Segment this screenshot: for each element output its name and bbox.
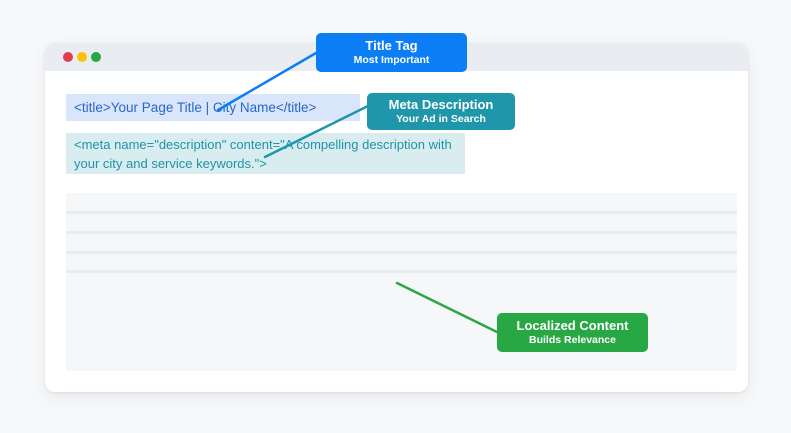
meta-description-code-snippet: <meta name="description" content="A comp… bbox=[66, 133, 465, 174]
window-maximize-dot-icon bbox=[91, 52, 101, 62]
localized-content-callout-sublabel: Builds Relevance bbox=[529, 334, 616, 347]
window-close-dot-icon bbox=[63, 52, 73, 62]
row-separator bbox=[66, 251, 737, 254]
meta-description-line-1: <meta name="description" content="A comp… bbox=[74, 136, 452, 152]
title-tag-callout: Title Tag Most Important bbox=[316, 33, 467, 72]
title-tag-callout-label: Title Tag bbox=[365, 37, 418, 53]
row-separator bbox=[66, 231, 737, 234]
title-tag-code-snippet: <title>Your Page Title | City Name</titl… bbox=[66, 94, 360, 121]
meta-description-callout: Meta Description Your Ad in Search bbox=[367, 93, 515, 130]
localized-content-callout-label: Localized Content bbox=[516, 317, 629, 333]
meta-description-callout-sublabel: Your Ad in Search bbox=[396, 113, 486, 126]
meta-description-callout-label: Meta Description bbox=[388, 96, 494, 112]
localized-content-callout: Localized Content Builds Relevance bbox=[497, 313, 648, 352]
window-minimize-dot-icon bbox=[77, 52, 87, 62]
meta-description-line-2: your city and service keywords."> bbox=[74, 155, 267, 171]
row-separator bbox=[66, 211, 737, 214]
row-separator bbox=[66, 270, 737, 273]
title-tag-callout-sublabel: Most Important bbox=[353, 54, 430, 67]
